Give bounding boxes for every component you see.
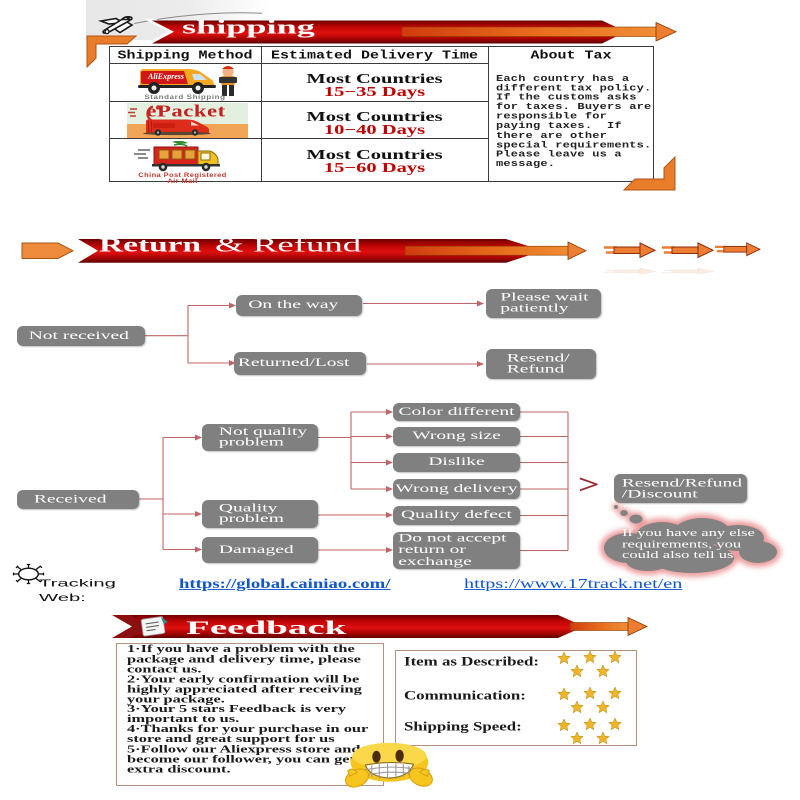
svg-text:AliExpress: AliExpress [147,72,184,81]
svg-text:ePacket: ePacket [146,103,225,121]
